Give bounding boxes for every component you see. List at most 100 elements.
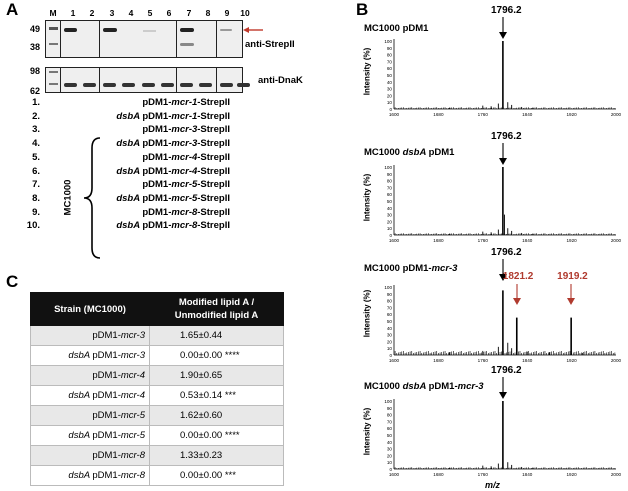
lane-label: 2 — [89, 8, 95, 18]
blot-divider — [176, 21, 177, 57]
strain-gene: mcr-3 — [120, 330, 145, 341]
strain-gene: mcr-5 — [120, 430, 145, 441]
y-tick-label: 100 — [384, 399, 392, 404]
y-tick-label: 50 — [387, 433, 393, 438]
strain-cell: pDM1-mcr-5 — [30, 405, 150, 426]
legend-gene: mcr-8 — [171, 220, 198, 232]
band-lane-7-lower — [180, 43, 194, 46]
blot-divider — [60, 21, 61, 57]
marker-band — [49, 27, 58, 30]
legend-item: dsbA pDM1-mcr-8-StrepII — [116, 220, 230, 232]
legend-number: 7. — [32, 179, 40, 191]
strain-cell: dsbA pDM1-mcr-3 — [30, 345, 150, 366]
legend-gene: mcr-5 — [171, 192, 198, 204]
x-tick-label: 1760 — [478, 358, 489, 363]
yaxis-label: Intensity (%) — [362, 289, 372, 338]
legend-gene: mcr-1 — [171, 110, 198, 122]
legend-prefix: dsbA — [116, 192, 143, 204]
y-tick-label: 40 — [387, 206, 393, 211]
ratio-cell: 1.62±0.60 — [149, 405, 284, 426]
x-tick-label: 1600 — [389, 358, 400, 363]
x-tick-label: 1920 — [566, 238, 577, 243]
legend-gene: mcr-4 — [171, 165, 198, 177]
lane-label: 6 — [166, 8, 172, 18]
lane-label: 9 — [224, 8, 230, 18]
y-tick-label: 20 — [387, 339, 393, 344]
x-tick-label: 1680 — [433, 358, 444, 363]
mw-marker-label: 38 — [29, 42, 40, 52]
ratio-cell: 1.90±0.65 — [149, 365, 284, 386]
blot-divider — [99, 21, 100, 57]
spectrum-title: MC1000 dsbA pDM1-mcr-3 — [364, 381, 484, 392]
x-tick-label: 1680 — [433, 238, 444, 243]
lane-label: 5 — [147, 8, 153, 18]
lane-label: 1 — [70, 8, 76, 18]
y-tick-label: 0 — [389, 353, 392, 358]
marker-band — [49, 83, 58, 85]
lane-label: 10 — [240, 8, 250, 18]
dnak-band — [64, 83, 77, 87]
y-tick-label: 80 — [387, 53, 393, 58]
dnak-band — [237, 83, 250, 87]
panel-label-c: C — [6, 272, 19, 291]
legend-item: dsbA pDM1-mcr-5-StrepII — [116, 192, 230, 204]
x-tick-label: 1840 — [522, 238, 533, 243]
y-tick-label: 0 — [389, 233, 392, 238]
strain-prefix: dsbA — [68, 350, 93, 361]
strain-prefix: dsbA — [68, 390, 93, 401]
strain-cell: pDM1-mcr-8 — [30, 445, 150, 466]
band-lane-9 — [220, 29, 232, 31]
blot-divider — [216, 21, 217, 57]
blot-divider — [216, 68, 217, 92]
ratio-cell: 0.00±0.00 **** — [149, 345, 284, 366]
y-tick-label: 40 — [387, 80, 393, 85]
dnak-band — [180, 83, 193, 87]
y-tick-label: 90 — [387, 46, 393, 51]
yaxis-label: Intensity (%) — [362, 173, 372, 222]
y-tick-label: 60 — [387, 66, 393, 71]
x-tick-label: 2000 — [611, 112, 622, 117]
strain-gene: mcr-8 — [120, 450, 145, 461]
lane-label: 4 — [128, 8, 134, 18]
y-tick-label: 50 — [387, 73, 393, 78]
ratio-table-wrap: Strain (MC1000) Modified lipid A / Unmod… — [30, 292, 284, 486]
band-lane-3 — [103, 28, 117, 32]
legend-number: 9. — [32, 206, 40, 218]
strain-cell: dsbA pDM1-mcr-4 — [30, 385, 150, 406]
x-tick-label: 1920 — [566, 358, 577, 363]
legend-gene: mcr-1 — [171, 97, 198, 108]
y-tick-label: 20 — [387, 219, 393, 224]
legend-item: pDM1-mcr-1-StrepII — [142, 97, 230, 108]
legend-item: dsbA pDM1-mcr-3-StrepII — [116, 138, 230, 150]
strain-gene: mcr-8 — [120, 470, 145, 481]
strain-cell: dsbA pDM1-mcr-8 — [30, 465, 150, 486]
legend-number: 1. — [32, 97, 40, 108]
strain-gene: mcr-4 — [120, 390, 145, 401]
legend-number: 4. — [32, 138, 40, 150]
strain-gene: mcr-4 — [120, 370, 145, 381]
strain-gene: mcr-3 — [120, 350, 145, 361]
x-tick-label: 1760 — [478, 238, 489, 243]
spectrum-title: MC1000 pDM1 — [364, 23, 429, 34]
ratio-cell: 0.00±0.00 *** — [149, 465, 284, 486]
strain-cell: pDM1-mcr-3 — [30, 325, 150, 346]
title-gene: mcr-3 — [431, 263, 458, 274]
x-tick-label: 1680 — [433, 112, 444, 117]
strepii-arrow-icon — [243, 27, 263, 33]
header-ratio: Modified lipid A / Unmodified lipid A — [149, 292, 284, 326]
main-peak-label: 1796.2 — [491, 5, 522, 16]
panel-label-a: A — [6, 0, 19, 19]
legend-number: 5. — [32, 151, 40, 163]
lane-label: M — [49, 8, 57, 18]
dnak-band — [220, 83, 233, 87]
table-header-row: Strain (MC1000) Modified lipid A / Unmod… — [30, 292, 284, 326]
y-tick-label: 10 — [387, 460, 393, 465]
y-tick-label: 40 — [387, 440, 393, 445]
